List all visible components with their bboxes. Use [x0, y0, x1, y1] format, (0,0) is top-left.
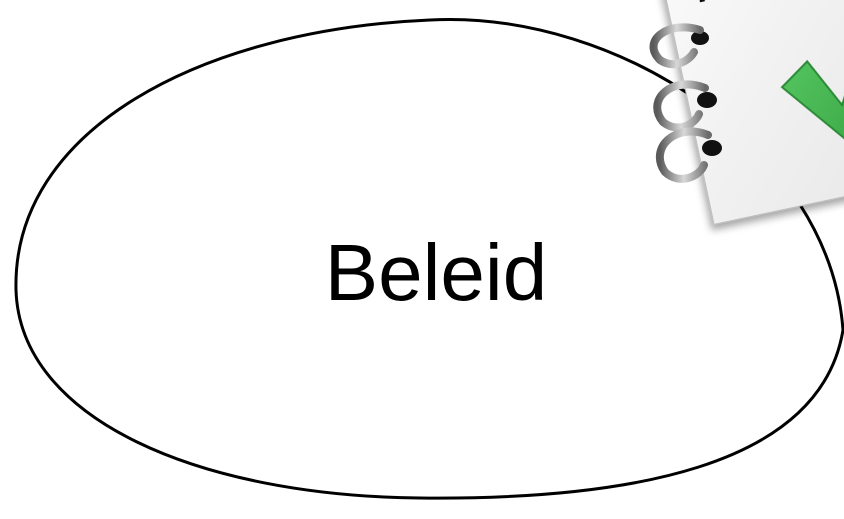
- ellipse-label: Beleid: [325, 228, 547, 317]
